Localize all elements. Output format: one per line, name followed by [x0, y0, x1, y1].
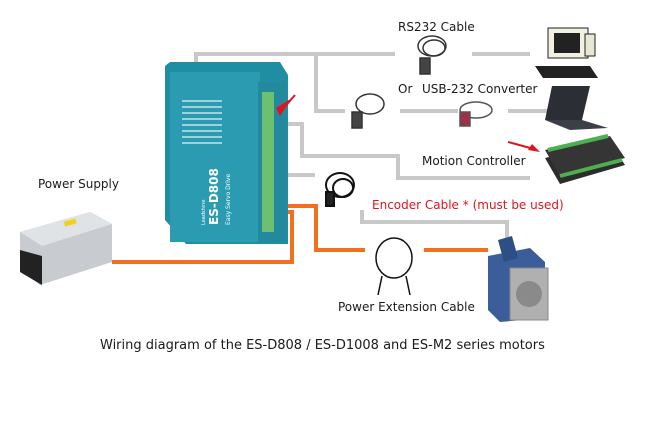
- motion-controller-image: [545, 134, 625, 184]
- laptop-image: [545, 86, 608, 130]
- usb-branch-wire: [314, 54, 345, 113]
- power-supply-label: Power Supply: [38, 177, 119, 191]
- diagram-caption: Wiring diagram of the ES-D808 / ES-D1008…: [100, 338, 545, 353]
- or-label: Or: [398, 82, 413, 96]
- encoder-cable-image: [325, 172, 355, 207]
- drive-subtitle: Easy Servo Drive: [225, 174, 232, 225]
- power-extension-cable-image: [375, 237, 413, 296]
- power-extension-cable-label: Power Extension Cable: [338, 300, 475, 314]
- motor-power-wire-a: [270, 204, 365, 252]
- encoder-cable-label: Encoder Cable * (must be used): [372, 198, 564, 212]
- motion-controller-wire: [275, 122, 530, 180]
- rs232-cable-image: [417, 35, 447, 75]
- desktop-pc-image: [535, 27, 598, 78]
- motion-controller-label: Motion Controller: [422, 154, 526, 168]
- servo-motor-image: [488, 236, 549, 322]
- usb-converter-image: [459, 101, 493, 127]
- rs232-cable-label: RS232 Cable: [398, 20, 475, 34]
- encoder-wire-to-motor: [360, 210, 509, 245]
- servo-drive: ES-D808 Easy Servo Drive Leadshine: [165, 62, 288, 244]
- drive-brand: Leadshine: [201, 200, 207, 225]
- usb-converter-label: USB-232 Converter: [422, 82, 538, 96]
- power-supply-image: [20, 212, 112, 285]
- drive-model: ES-D808: [207, 168, 221, 225]
- serial-cable-image: [351, 93, 385, 129]
